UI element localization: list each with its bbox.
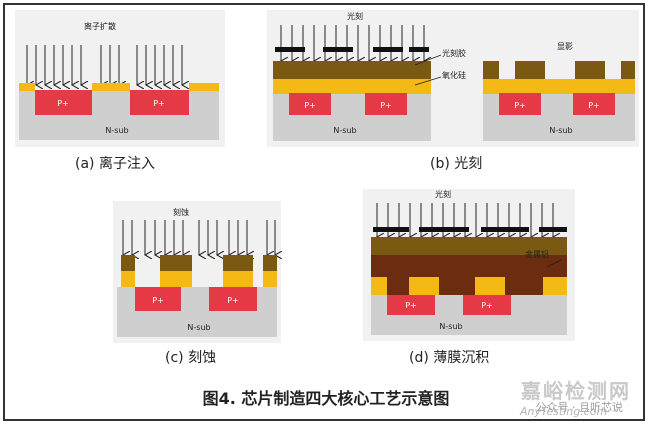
panel-d-mask-segment — [419, 227, 469, 232]
panel-d-oxide-2 — [409, 277, 439, 295]
panel-b-p-plus-right — [365, 93, 407, 115]
panel-a-p-plus-label-right: P+ — [153, 99, 165, 108]
panel-c-p-plus-left — [135, 287, 181, 311]
figure-title: 图4. 芯片制造四大核心工艺示意图 — [202, 389, 450, 408]
panel-a-oxide-mid — [92, 83, 130, 91]
panel-c-p-plus-label-left: P+ — [152, 296, 164, 305]
panel-b-mask-segment — [275, 47, 305, 52]
panel-d-caption: (d) 薄膜沉积 — [409, 350, 490, 366]
panel-c-oxide-1 — [121, 271, 135, 287]
panel-b-develop-resist-1 — [483, 61, 499, 79]
panel-a-p-plus-left — [35, 90, 92, 115]
panel-b-develop-label: 显影 — [557, 41, 573, 51]
panel-b-oxide-leader — [414, 76, 442, 86]
panel-a-caption: (a) 离子注入 — [75, 156, 155, 172]
panel-a-oxide-right — [189, 83, 219, 91]
panel-d-top-resist — [371, 237, 567, 255]
panel-ion-implantation: 离子扩散 P+ P+ N-sub — [15, 10, 225, 147]
panel-d-p-plus-left — [387, 295, 435, 315]
panel-a-p-plus-label-left: P+ — [57, 99, 69, 108]
panel-c-resist-3 — [223, 255, 253, 271]
panel-b-develop-p-plus-left — [499, 93, 541, 115]
panel-d-metal-label: 金属铝 — [525, 249, 549, 259]
panel-b-develop-resist-2 — [515, 61, 545, 79]
panel-b-photoresist-label: 光刻胶 — [442, 48, 466, 58]
panel-b-mask — [275, 47, 429, 52]
panel-b-arrows — [281, 25, 424, 61]
panel-d-mask — [373, 227, 567, 232]
panel-thin-film-deposition: 光刻 P+ P+ N-sub 金属铝 — [363, 189, 575, 341]
panel-b-nsub-label: N-sub — [333, 126, 356, 135]
panel-b-develop-p-plus-label-right: P+ — [588, 101, 600, 110]
panel-c-oxide-2 — [160, 271, 192, 287]
panel-a-top-label: 离子扩散 — [84, 21, 116, 31]
watermark-account: 公众号 · 且听芯说 — [535, 401, 624, 414]
panel-b-p-plus-label-right: P+ — [380, 101, 392, 110]
panel-a-nsub-label: N-sub — [105, 126, 128, 135]
panel-d-metal-layer — [371, 255, 567, 295]
panel-c-p-plus-label-right: P+ — [227, 296, 239, 305]
panel-d-nsub-label: N-sub — [439, 322, 462, 331]
panel-a-p-plus-right — [130, 90, 189, 115]
panel-c-oxide-3 — [223, 271, 253, 287]
panel-d-p-plus-label-left: P+ — [405, 301, 417, 310]
panel-c-oxide-4 — [263, 271, 277, 287]
panel-b-develop-p-plus-label-left: P+ — [514, 101, 526, 110]
panel-c-resist-4 — [263, 255, 277, 271]
panel-a-oxide-left — [19, 83, 35, 91]
panel-b-top-label: 光刻 — [347, 11, 363, 21]
panel-b-mask-segment — [373, 47, 403, 52]
panel-d-top-label: 光刻 — [435, 189, 451, 199]
panel-c-resist-2 — [160, 255, 192, 271]
panel-c-resist-1 — [121, 255, 135, 271]
process-diagram: 离子扩散 P+ P+ N-sub 光刻 P+ P+ N-sub 光刻胶 氧化硅 … — [15, 10, 639, 343]
panel-d-p-plus-right — [463, 295, 511, 315]
panel-c-p-plus-right — [209, 287, 257, 311]
panel-b-p-plus-label-left: P+ — [304, 101, 316, 110]
panel-c-nsub-label: N-sub — [187, 323, 210, 332]
panel-c-top-label: 刻蚀 — [173, 207, 189, 217]
panel-b-develop-resist-3 — [575, 61, 605, 79]
panel-c-arrows — [123, 220, 275, 255]
watermark-url: AnyTesting.com — [520, 405, 608, 418]
panel-b-photoresist-leader — [414, 54, 442, 66]
panel-b-oxide-label: 氧化硅 — [442, 70, 466, 80]
panel-d-p-plus-label-right: P+ — [481, 301, 493, 310]
panel-a-arrows — [27, 45, 182, 85]
panel-etching: 刻蚀 P+ P+ N-sub — [113, 201, 281, 343]
panel-d-arrows — [377, 203, 553, 237]
panel-b-mask-segment — [323, 47, 353, 52]
panel-c-caption: (c) 刻蚀 — [165, 350, 217, 366]
panel-d-metal-leader — [546, 259, 562, 268]
figure-frame: 离子扩散 P+ P+ N-sub 光刻 P+ P+ N-sub 光刻胶 氧化硅 … — [3, 3, 645, 421]
panel-d-mask-segment — [539, 227, 567, 232]
panel-b-mask-segment — [409, 47, 429, 52]
panel-b-develop-resist-4 — [621, 61, 635, 79]
panel-d-oxide-4 — [543, 277, 567, 295]
panel-b-develop-p-plus-right — [573, 93, 615, 115]
panel-b-oxide — [273, 79, 431, 94]
panel-d-mask-segment — [481, 227, 529, 232]
panel-d-oxide-3 — [475, 277, 505, 295]
panel-b-photoresist — [273, 61, 431, 79]
panel-d-oxide-1 — [371, 277, 387, 295]
panel-b-develop-nsub-label: N-sub — [549, 126, 572, 135]
panel-b-develop-oxide — [483, 79, 635, 94]
panel-c-pillars — [121, 255, 277, 287]
panel-d-mask-segment — [373, 227, 409, 232]
panel-b-p-plus-left — [289, 93, 331, 115]
panel-b-caption: (b) 光刻 — [430, 156, 483, 172]
panel-photolithography: 光刻 P+ P+ N-sub 光刻胶 氧化硅 显影 P+ P+ N-sub — [267, 10, 639, 147]
watermark-brand: 嘉峪检测网 — [521, 379, 631, 403]
